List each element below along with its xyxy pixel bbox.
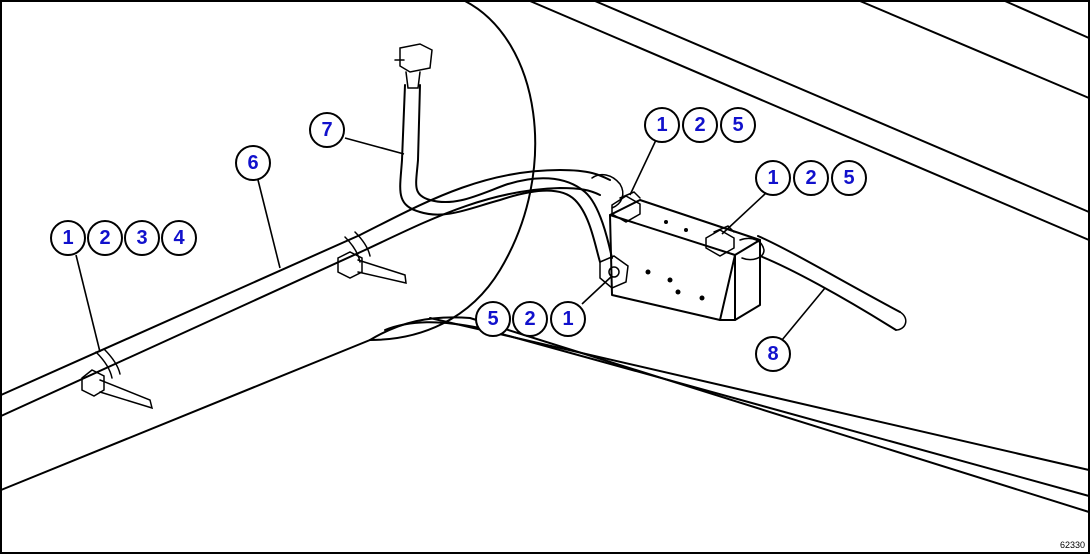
tank-outline bbox=[0, 0, 537, 554]
hose-end-top bbox=[591, 173, 624, 209]
clamp-bolt-left bbox=[81, 369, 154, 410]
figure-id: 62330 bbox=[1060, 540, 1085, 550]
callout-label: 2 bbox=[694, 114, 705, 136]
callout-label: 2 bbox=[99, 227, 110, 249]
callout-label: 4 bbox=[173, 227, 185, 249]
callout-label: 1 bbox=[656, 114, 667, 136]
lower-rails bbox=[369, 316, 1090, 513]
hose-7 bbox=[394, 43, 613, 263]
callout-label: 1 bbox=[767, 167, 778, 189]
block-bolt-left bbox=[611, 191, 641, 223]
callout-8: 8 bbox=[755, 336, 791, 372]
callout-label: 5 bbox=[843, 167, 854, 189]
callout-group-1234: 1 2 3 4 bbox=[50, 220, 197, 256]
frame-rails bbox=[529, 0, 1090, 241]
leaders bbox=[75, 137, 826, 353]
fitting-lower bbox=[599, 255, 629, 289]
callout-group-125-right: 1 2 5 bbox=[755, 160, 867, 196]
block-bolt-right bbox=[705, 225, 735, 257]
callout-label: 1 bbox=[62, 227, 73, 249]
callout-6: 6 bbox=[235, 145, 271, 181]
callout-label: 1 bbox=[562, 308, 573, 330]
clamp-bolt-mid bbox=[337, 251, 407, 284]
callout-label: 5 bbox=[732, 114, 743, 136]
callout-label: 2 bbox=[805, 167, 816, 189]
callout-group-521: 5 2 1 bbox=[475, 301, 586, 337]
callout-group-125-top: 1 2 5 bbox=[644, 107, 756, 143]
callout-label: 7 bbox=[321, 119, 332, 141]
hose-8 bbox=[739, 235, 907, 331]
junction-block bbox=[609, 199, 761, 321]
callout-7: 7 bbox=[309, 112, 345, 148]
callout-label: 5 bbox=[487, 308, 498, 330]
callout-label: 3 bbox=[136, 227, 147, 249]
callout-label: 6 bbox=[247, 152, 258, 174]
callout-label: 2 bbox=[524, 308, 535, 330]
hose-6 bbox=[0, 168, 611, 417]
callout-label: 8 bbox=[767, 343, 778, 365]
